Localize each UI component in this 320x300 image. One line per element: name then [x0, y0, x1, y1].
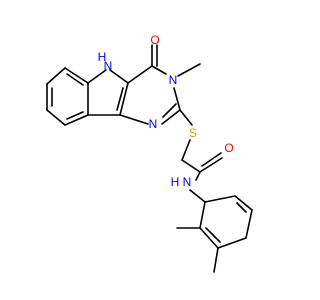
amide-nitrogen-label: N: [183, 175, 192, 189]
indole-nh-n-label: N: [104, 59, 113, 73]
thioether-sulfur-label: S: [189, 126, 197, 140]
ring-nitrogen-methyl-label: N: [169, 73, 178, 87]
pyrrole-ring: [87, 69, 129, 116]
amide-oxygen-label: O: [224, 141, 233, 155]
pyrimidinone-ring: [119, 44, 201, 125]
indole-nh-h-label: H: [98, 50, 107, 64]
side-chain: [179, 109, 223, 203]
molecule-canvas: H N O N N S O N H: [46, 33, 253, 273]
dimethylphenyl-ring: [176, 195, 253, 273]
pyrimidine-nitrogen-label: N: [149, 117, 158, 131]
amide-hydrogen-label: H: [171, 175, 180, 189]
molecule-structure: H N O N N S O N H: [46, 33, 253, 273]
carbonyl-oxygen-label: O: [150, 33, 159, 47]
benzo-ring: [46, 67, 89, 126]
